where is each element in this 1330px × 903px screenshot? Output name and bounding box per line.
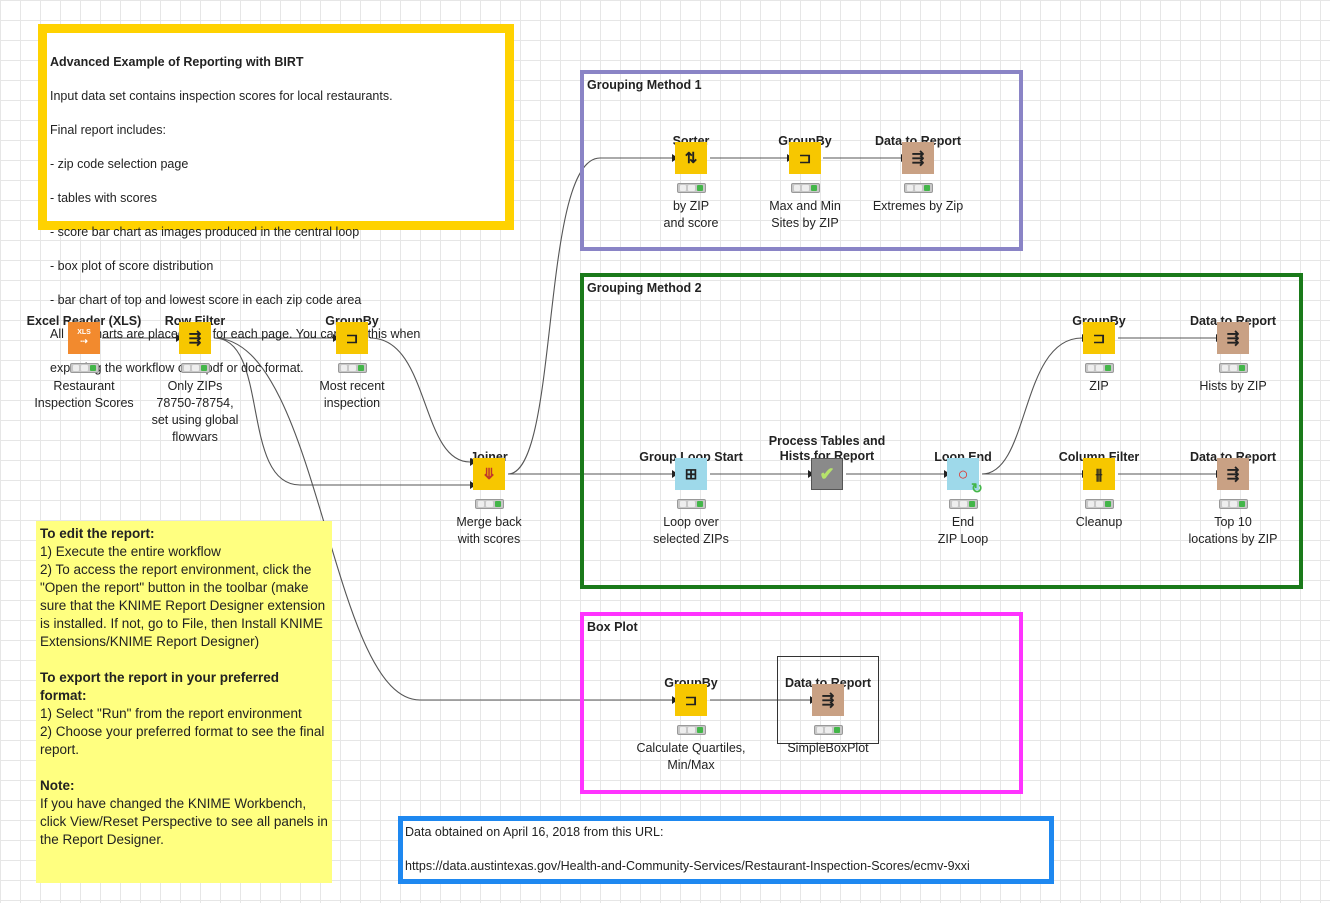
- export-heading: To export the report in your preferred f…: [40, 670, 280, 703]
- node-status: [338, 363, 367, 373]
- node-title: Data to Report: [874, 134, 962, 148]
- grouping-method-2-title: Grouping Method 2: [587, 281, 702, 295]
- column-filter-icon: ⫵: [1083, 458, 1115, 490]
- node-status: [791, 183, 820, 193]
- node-label[interactable]: Most recent inspection: [319, 379, 385, 410]
- node-label[interactable]: End ZIP Loop: [937, 515, 989, 546]
- source-annotation: Data obtained on April 16, 2018 from thi…: [398, 816, 1054, 884]
- source-url[interactable]: https://data.austintexas.gov/Health-and-…: [405, 859, 970, 873]
- node-status: [949, 499, 978, 509]
- node-title: Data to Report: [784, 676, 872, 690]
- data-to-report-icon: ⇶: [902, 142, 934, 174]
- node-status: [181, 363, 210, 373]
- node-label[interactable]: Hists by ZIP: [1199, 379, 1267, 393]
- node-status: [677, 499, 706, 509]
- grouping-method-1-title: Grouping Method 1: [587, 78, 702, 92]
- description-line: - zip code selection page: [50, 157, 189, 171]
- metanode-icon: ✔: [811, 458, 843, 490]
- wire-joiner-sorter: [507, 157, 672, 475]
- node-status: [904, 183, 933, 193]
- row-filter-icon: ⇶: [179, 322, 211, 354]
- description-line: Input data set contains inspection score…: [50, 89, 393, 103]
- node-label[interactable]: Top 10 locations by ZIP: [1188, 515, 1278, 546]
- node-label[interactable]: Merge back with scores: [456, 515, 522, 546]
- node-status: [677, 725, 706, 735]
- node-status: [1085, 363, 1114, 373]
- node-label[interactable]: Max and Min Sites by ZIP: [769, 199, 841, 230]
- node-label[interactable]: Loop over selected ZIPs: [653, 515, 729, 546]
- data-to-report-icon: ⇶: [812, 684, 844, 716]
- node-status: [814, 725, 843, 735]
- node-label[interactable]: by ZIP and score: [663, 199, 719, 230]
- note-heading: Note:: [40, 778, 75, 793]
- node-status: [1085, 499, 1114, 509]
- node-label[interactable]: Restaurant Inspection Scores: [34, 379, 134, 410]
- node-title: Column Filter: [1058, 450, 1140, 464]
- node-status: [70, 363, 99, 373]
- description-line: - tables with scores: [50, 191, 157, 205]
- node-title: Data to Report: [1189, 450, 1277, 464]
- node-status: [1219, 363, 1248, 373]
- node-status: [1219, 499, 1248, 509]
- sort-icon: ⇅: [675, 142, 707, 174]
- description-line: Final report includes:: [50, 123, 167, 137]
- groupby-icon: ⊐: [675, 684, 707, 716]
- edit-heading: To edit the report:: [40, 526, 155, 541]
- loop-end-icon: ○: [947, 458, 979, 490]
- node-label[interactable]: Calculate Quartiles, Min/Max: [636, 741, 746, 772]
- box-plot-title: Box Plot: [587, 620, 638, 634]
- node-title: Process Tables and Hists for Report: [768, 434, 886, 463]
- description-line: - box plot of score distribution: [50, 259, 214, 273]
- loop-refresh-icon: ↻: [971, 480, 983, 496]
- node-title: Data to Report: [1189, 314, 1277, 328]
- wire-groupby-joiner: [369, 337, 471, 463]
- note-text: If you have changed the KNIME Workbench,…: [40, 796, 328, 847]
- groupby-icon: ⊐: [1083, 322, 1115, 354]
- grouping-method-1-box: Grouping Method 1: [580, 70, 1023, 251]
- edit-instructions-annotation: To edit the report: 1) Execute the entir…: [36, 521, 332, 883]
- data-to-report-icon: ⇶: [1217, 322, 1249, 354]
- edit-steps: 1) Execute the entire workflow 2) To acc…: [40, 544, 326, 649]
- node-label[interactable]: ZIP: [1089, 379, 1109, 393]
- node-label[interactable]: Cleanup: [1075, 515, 1123, 529]
- excel-reader-icon: XLS⇢: [68, 322, 100, 354]
- box-plot-box: Box Plot: [580, 612, 1023, 794]
- node-status: [475, 499, 504, 509]
- description-line: - score bar chart as images produced in …: [50, 225, 360, 239]
- data-to-report-icon: ⇶: [1217, 458, 1249, 490]
- description-annotation: Advanced Example of Reporting with BIRT …: [38, 24, 514, 375]
- node-label[interactable]: SimpleBoxPlot: [787, 741, 869, 755]
- grouping-method-2-box: Grouping Method 2: [580, 273, 1303, 589]
- node-title: Excel Reader (XLS): [26, 314, 142, 328]
- export-steps: 1) Select "Run" from the report environm…: [40, 706, 325, 757]
- groupby-icon: ⊐: [789, 142, 821, 174]
- node-label[interactable]: Only ZIPs 78750-78754, set using global …: [151, 379, 239, 444]
- description-title: Advanced Example of Reporting with BIRT: [50, 55, 304, 69]
- node-label[interactable]: Extremes by Zip: [872, 199, 964, 213]
- node-status: [677, 183, 706, 193]
- source-line1: Data obtained on April 16, 2018 from thi…: [405, 825, 664, 839]
- selected-node-frame: [777, 656, 879, 744]
- loop-start-icon: ⊞: [675, 458, 707, 490]
- node-title: Group Loop Start: [639, 450, 743, 464]
- wire-loopend-groupbyzip: [981, 337, 1083, 475]
- description-line: - bar chart of top and lowest score in e…: [50, 293, 362, 307]
- wire-rowfilter-joiner: [213, 337, 470, 486]
- joiner-icon: ⤋: [473, 458, 505, 490]
- groupby-icon: ⊐: [336, 322, 368, 354]
